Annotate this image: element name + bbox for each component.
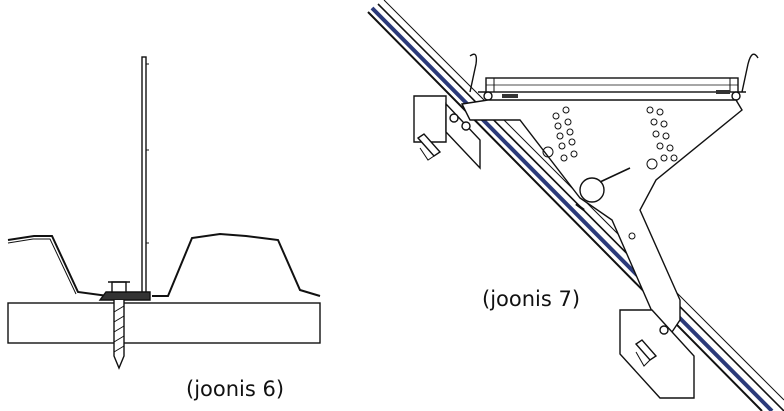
rafter-top-edge [367,11,763,411]
bracket-plate [460,99,743,333]
figure-6-caption: (joonis 6) [186,377,284,401]
lower-hole [628,232,636,240]
hole-pattern-right [646,106,678,170]
figure-6-drawing [7,56,321,370]
screw [113,300,125,370]
bolt-head [111,281,127,293]
roof-profile [7,232,321,297]
plate-foot [98,291,151,301]
swivel-disc [579,177,605,203]
vertical-plate [141,56,147,300]
lower-bolt [634,339,658,361]
upper-clamp [413,95,447,143]
figure-7-caption: (joonis 7) [482,287,580,311]
figure-7-drawing [367,0,784,411]
lower-clamp [619,309,695,399]
base-board [7,302,321,344]
hook-right [741,53,759,93]
roof-profile-inner [7,238,77,295]
hole-pattern-left [542,106,578,162]
hook-left [469,53,478,93]
rafter-rail [370,6,774,411]
